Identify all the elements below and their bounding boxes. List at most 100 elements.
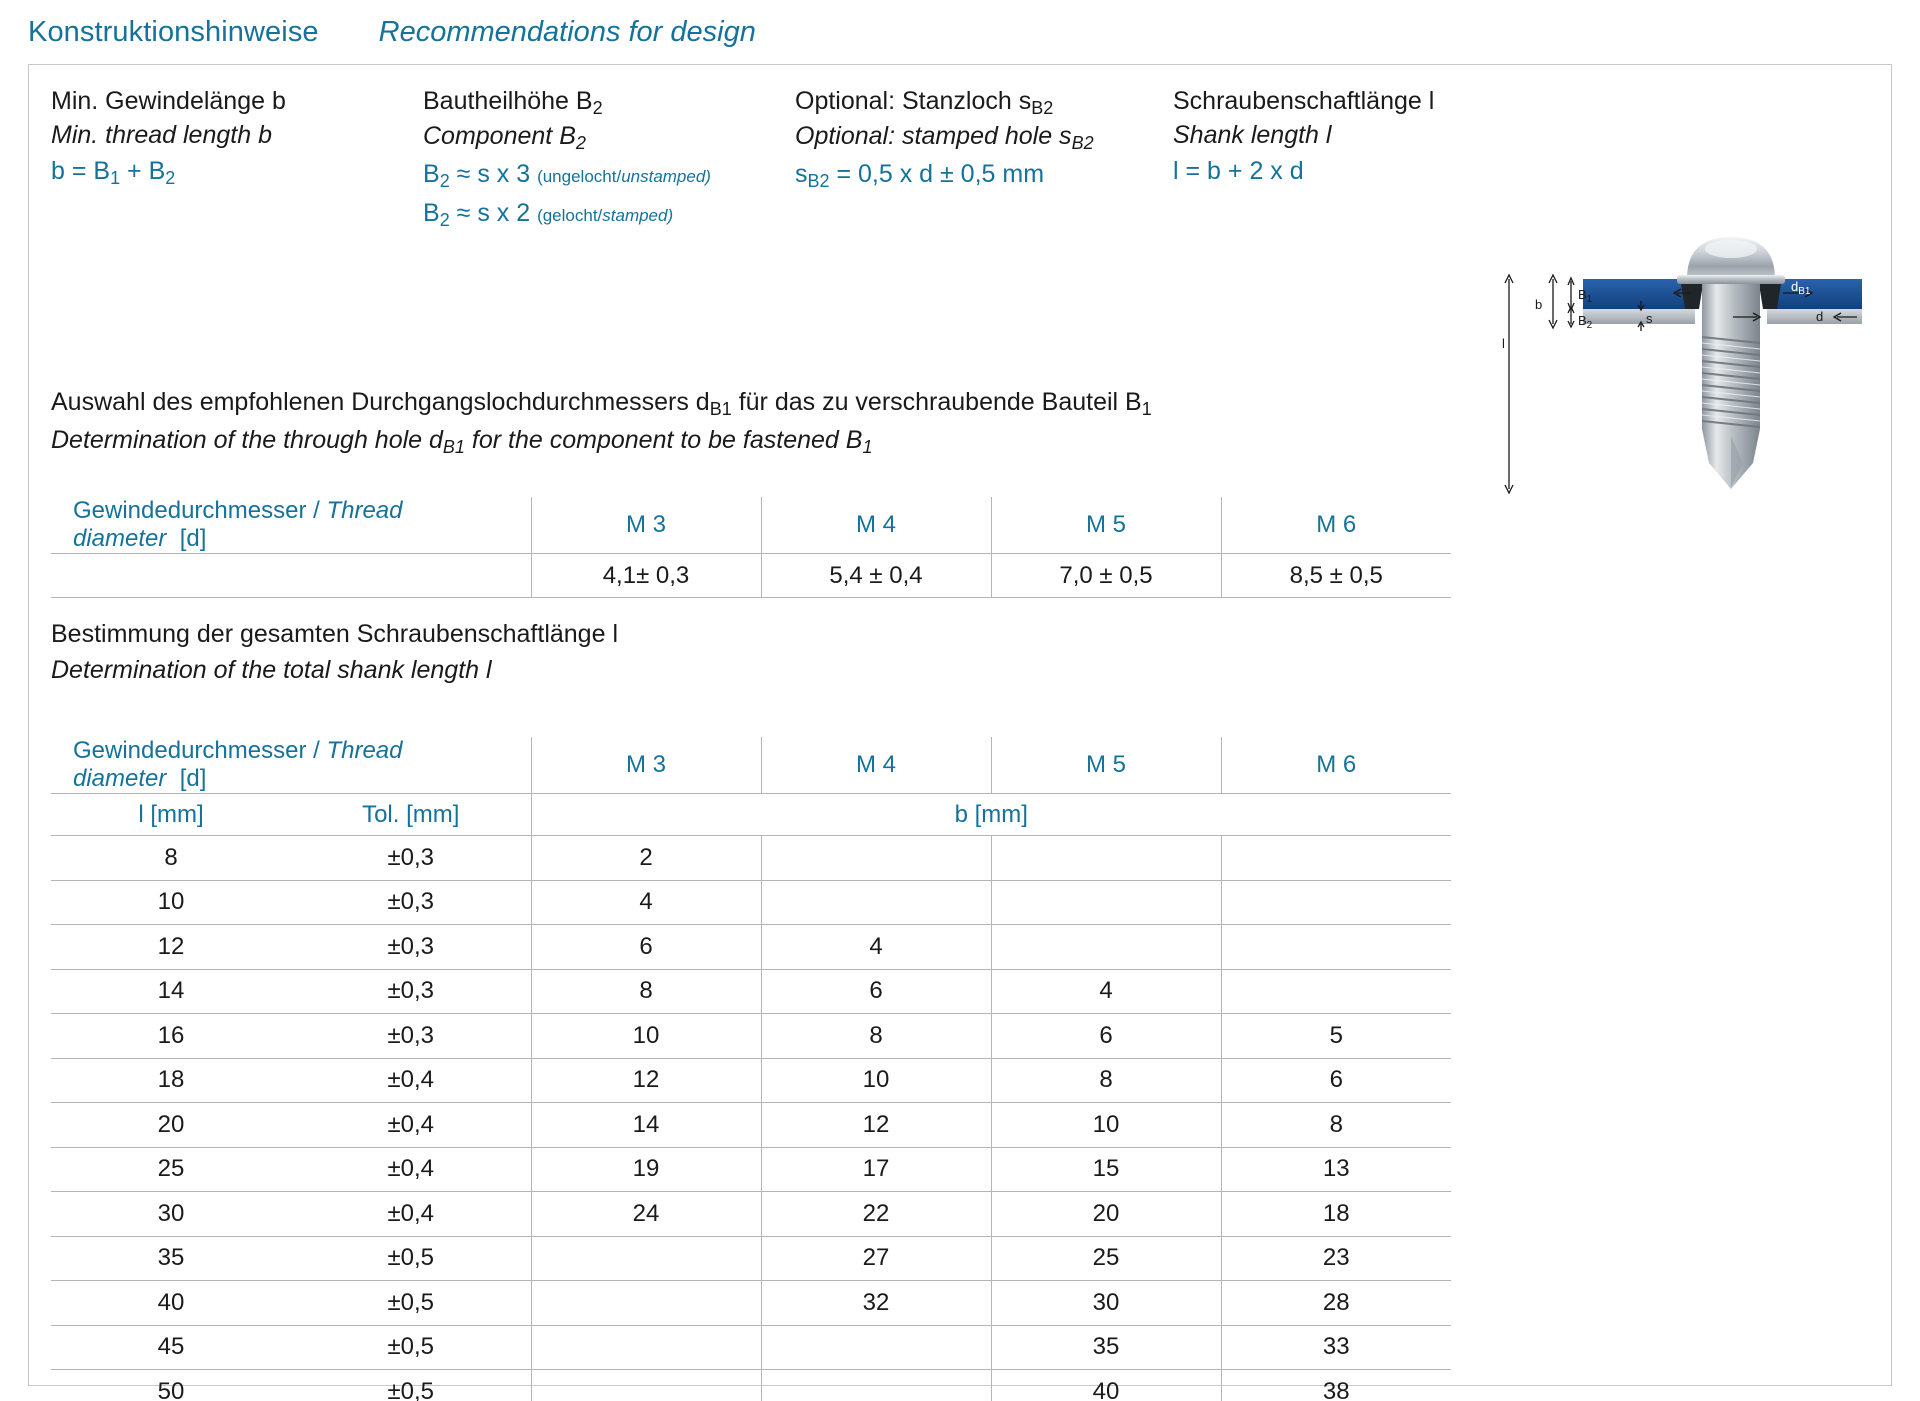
section-heading-de: Auswahl des empfohlenen Durchgangslochdu… [51,388,1152,420]
content-frame: Min. Gewindelänge b Min. thread length b… [28,64,1892,1401]
cell-m5: 4 [990,969,1221,1014]
formula-title-en: Optional: stamped hole sB2 [795,122,1094,154]
table2-subcol-length: l [mm] [51,793,291,836]
cell-length: 18 [51,1058,291,1103]
table2-subcol-b: b [mm] [530,793,1451,836]
cell-m4 [760,1369,991,1401]
cell-tolerance: ±0,4 [291,1147,531,1192]
formula-equation-stamped: B2 ≈ s x 2 (gelocht/stamped) [423,199,674,231]
cell-m3: 4 [530,880,761,925]
cell-m5 [990,924,1221,970]
table1-value-m5: 7,0 ± 0,5 [990,553,1221,598]
note-en: unstamped) [621,167,711,187]
cell-m5 [990,880,1221,925]
cell-m3: 14 [530,1102,761,1148]
formula-title-de: Optional: Stanzloch sB2 [795,87,1054,119]
cell-m6 [1220,924,1451,970]
cell-m4: 12 [760,1102,991,1148]
screw-shank-upper [1702,284,1760,332]
header-title-en: Recommendations for design [378,16,756,48]
table-subheader-row: l [mm] Tol. [mm] b [mm] [51,793,1451,836]
section-heading-en: Determination of the total shank length … [51,655,492,684]
cell-m3: 6 [530,924,761,970]
through-hole-table: Gewindedurchmesser / Thread diameter [d]… [51,497,1451,598]
formula-title-en: Component B2 [423,122,586,154]
formula-title-en: Shank length l [1173,120,1332,149]
cell-tolerance: ±0,3 [291,969,531,1014]
cell-m3: 2 [530,835,761,881]
formula-block-thread-length: Min. Gewindelänge b Min. thread length b… [51,85,423,233]
table1-row-label: Gewindedurchmesser / Thread diameter [d] [51,497,531,554]
screw-head-highlight [1705,240,1757,258]
section-heading-shank-length: Bestimmung der gesamten Schraubenschaftl… [51,617,618,688]
cell-m3 [530,1325,761,1370]
cell-m3: 10 [530,1013,761,1059]
component-b1-right [1772,279,1862,309]
cell-m4: 6 [760,969,991,1014]
cell-tolerance: ±0,5 [291,1369,531,1401]
formula-title-de: Bautheilhöhe B2 [423,87,603,119]
formula-title-de: Min. Gewindelänge b [51,87,286,115]
cell-m5: 15 [990,1147,1221,1192]
cell-m6: 23 [1220,1236,1451,1281]
formula-block-component-height: Bautheilhöhe B2 Component B2 B2 ≈ s x 3 … [423,85,795,233]
component-b2-left [1583,309,1695,324]
cell-m5: 6 [990,1013,1221,1059]
cell-m5 [990,835,1221,881]
cell-length: 10 [51,880,291,925]
cell-tolerance: ±0,4 [291,1102,531,1148]
cell-m5: 8 [990,1058,1221,1103]
table1-value-m3: 4,1± 0,3 [530,553,761,598]
dimension-lines [1504,273,1857,495]
table1-value-m4: 5,4 ± 0,4 [760,553,991,598]
cell-m3 [530,1280,761,1326]
cell-tolerance: ±0,3 [291,880,531,925]
cell-m6 [1220,880,1451,925]
cell-m3: 19 [530,1147,761,1192]
section-heading-de: Bestimmung der gesamten Schraubenschaftl… [51,620,618,648]
cell-m6: 6 [1220,1058,1451,1103]
table2-col-m5: M 5 [990,737,1221,794]
cell-m6: 33 [1220,1325,1451,1370]
table2-col-m6: M 6 [1220,737,1451,794]
cell-tolerance: ±0,3 [291,924,531,970]
component-b1-left [1583,279,1690,309]
cell-m4: 4 [760,924,991,970]
cell-m5: 10 [990,1102,1221,1148]
cell-length: 35 [51,1236,291,1281]
cell-m5: 20 [990,1191,1221,1237]
cell-m3: 12 [530,1058,761,1103]
shank-length-table: Gewindedurchmesser / Thread diameter [d]… [51,737,1451,1401]
table2-col-m3: M 3 [530,737,761,794]
header-title-de: Konstruktionshinweise [28,16,319,48]
formula-equation: b = B1 + B2 [51,157,176,189]
table2-col-m4: M 4 [760,737,991,794]
cell-m6 [1220,969,1451,1014]
cell-length: 20 [51,1102,291,1148]
cell-tolerance: ±0,5 [291,1280,531,1326]
cell-length: 25 [51,1147,291,1192]
table2-row-label: Gewindedurchmesser / Thread diameter [d] [51,737,531,794]
cell-length: 16 [51,1013,291,1059]
cell-length: 14 [51,969,291,1014]
label-b: b [1535,297,1542,312]
cell-m4 [760,880,991,925]
cell-length: 12 [51,924,291,970]
cell-m4: 22 [760,1191,991,1237]
table1-col-m6: M 6 [1220,497,1451,554]
table1-col-m5: M 5 [990,497,1221,554]
note-de: (ungelocht/ [537,167,622,187]
cell-m3: 8 [530,969,761,1014]
section-heading-through-hole: Auswahl des empfohlenen Durchgangslochdu… [51,385,1152,460]
cell-m5: 40 [990,1369,1221,1401]
cell-tolerance: ±0,5 [291,1236,531,1281]
cell-m5: 30 [990,1280,1221,1326]
